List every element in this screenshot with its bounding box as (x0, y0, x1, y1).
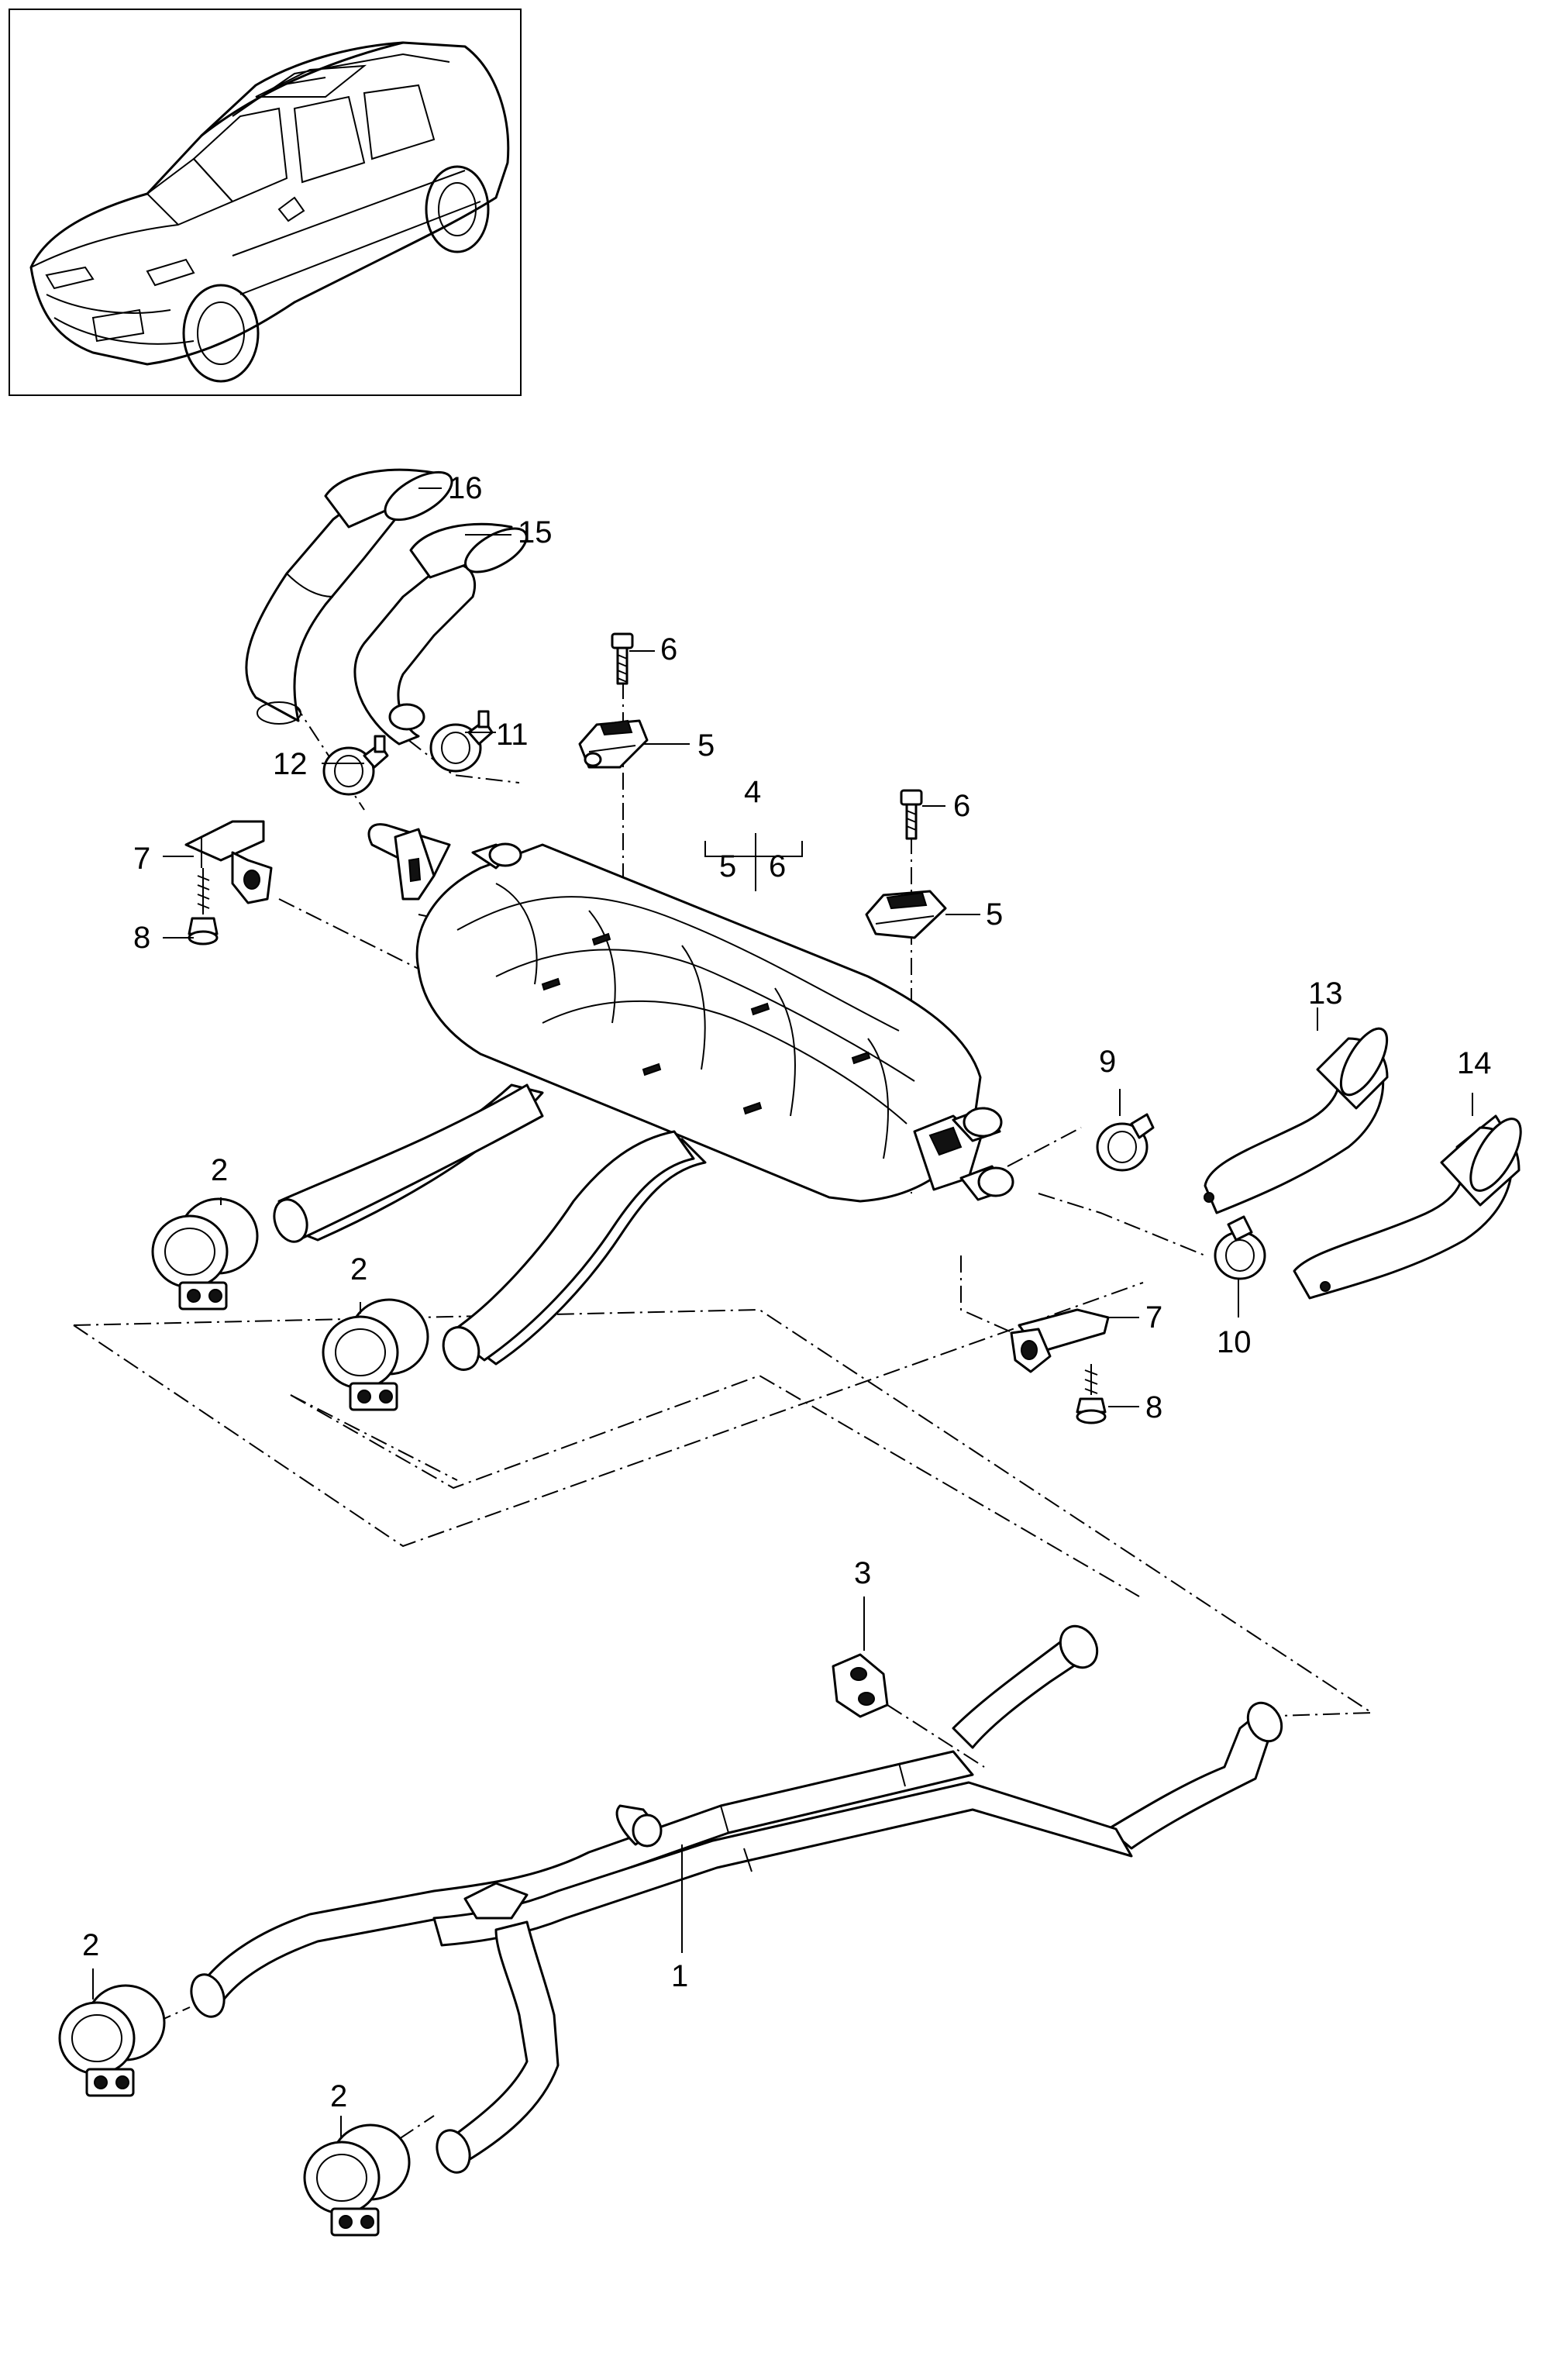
callout-11: 11 (496, 718, 529, 752)
callout-15: 15 (518, 515, 553, 549)
callout-4-sub-6: 6 (769, 849, 787, 883)
bracket-7-left (184, 820, 273, 904)
callout-9: 9 (1099, 1045, 1117, 1079)
inset-frame (9, 9, 522, 396)
callout-12: 12 (273, 747, 308, 781)
callout-14: 14 (1457, 1046, 1492, 1080)
callout-8-left: 8 (133, 921, 151, 955)
callout-2-upper-left: 2 (211, 1153, 229, 1187)
bracket-7-right (1010, 1308, 1110, 1373)
hanger-5-upper (578, 719, 649, 769)
clamp-2-upper-right (322, 1298, 429, 1411)
callout-2-lower-right: 2 (330, 2079, 348, 2113)
center-pipe-1 (190, 1624, 1283, 2174)
callout-2-upper-right: 2 (350, 1252, 368, 1286)
assembly-guide-lines (73, 682, 1375, 2140)
rubber-mount-3 (832, 1653, 889, 1718)
tail-pipe-15 (353, 522, 528, 746)
callout-7-right: 7 (1145, 1300, 1163, 1335)
bolt-8-right (1076, 1364, 1107, 1424)
callout-6-upper: 6 (660, 632, 678, 666)
tail-pipe-14 (1293, 1114, 1522, 1300)
tail-pipe-16 (245, 468, 453, 725)
bolt-6-upper (611, 632, 634, 685)
callout-16: 16 (448, 471, 483, 505)
hanger-5-lower (865, 890, 947, 939)
callout-1: 1 (671, 1959, 689, 1993)
clamp-2-upper-left (151, 1197, 259, 1311)
callout-5-lower: 5 (986, 897, 1004, 932)
callout-5-upper: 5 (697, 728, 715, 763)
clamp-12 (322, 735, 389, 796)
callout-3: 3 (854, 1556, 872, 1590)
callout-13: 13 (1308, 976, 1343, 1011)
callout-2-lower-left: 2 (82, 1928, 100, 1962)
clamp-2-lower-left (58, 1984, 166, 2097)
vehicle-overview-inset (9, 9, 522, 396)
callout-10: 10 (1217, 1325, 1252, 1359)
leader-lines (92, 487, 1473, 2139)
bolt-6-lower (900, 789, 923, 840)
callout-7-left: 7 (133, 842, 151, 876)
clamp-2-lower-right (303, 2123, 411, 2237)
bolt-8-left (188, 868, 219, 945)
callout-4: 4 (744, 775, 762, 809)
tail-pipe-13 (1204, 1027, 1389, 1214)
callout-4-sub-5: 5 (719, 849, 737, 883)
callout-8-right: 8 (1145, 1390, 1163, 1424)
callout-6-lower: 6 (953, 789, 971, 823)
clamp-11 (429, 710, 494, 773)
clamp-10 (1214, 1215, 1266, 1280)
clamp-9 (1096, 1113, 1155, 1172)
suv-illustration (29, 41, 510, 383)
muffler-front-pipes (273, 1083, 695, 1371)
